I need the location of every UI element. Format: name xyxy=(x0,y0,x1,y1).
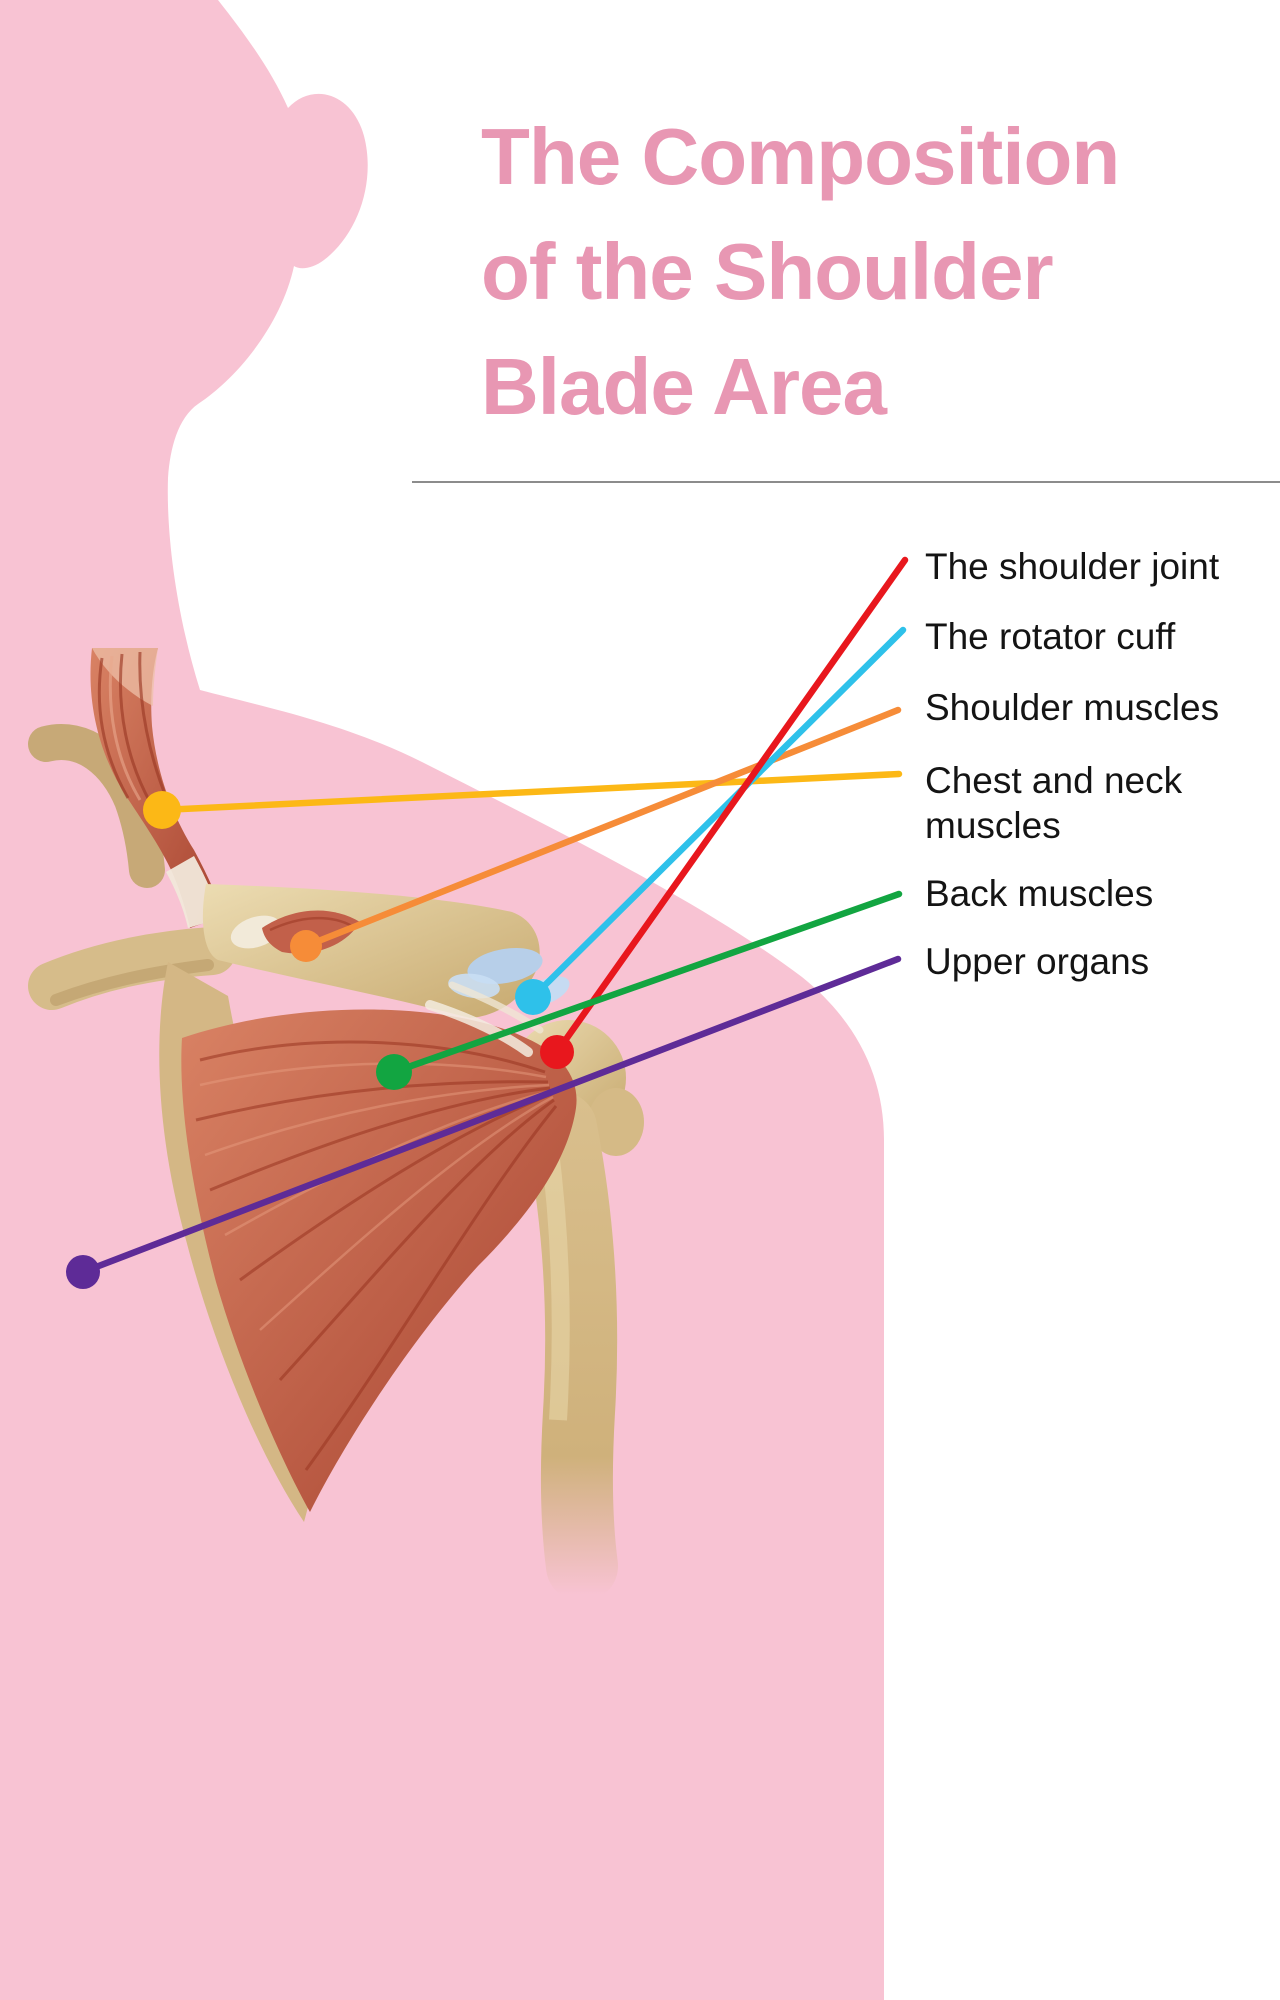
neck-muscle-highlight xyxy=(108,655,142,801)
neck-muscle-striations xyxy=(97,651,170,803)
clavicle-bone xyxy=(28,927,236,1010)
callout-line-chest-neck-muscles xyxy=(158,770,903,814)
callout-dot-shoulder-joint xyxy=(540,1035,574,1069)
callout-dot-chest-neck-muscles xyxy=(143,791,181,829)
joint-cartilage-1 xyxy=(467,948,543,984)
supraspinatus-striation xyxy=(269,916,353,932)
callout-line-shoulder-muscles xyxy=(302,706,902,950)
callout-dot-rotator-cuff xyxy=(515,979,551,1015)
label-chest-neck-muscles: Chest and neck muscles xyxy=(925,760,1183,846)
callout-lines xyxy=(79,556,909,1276)
page-title-line-2: of the Shoulder xyxy=(481,227,1054,316)
callout-dots xyxy=(66,791,574,1289)
label-upper-organs: Upper organs xyxy=(925,941,1150,982)
clavicle-shadow xyxy=(50,959,214,1006)
label-shoulder-joint: The shoulder joint xyxy=(925,546,1220,587)
callout-dot-back-muscles xyxy=(376,1054,412,1090)
page-title-line-1: The Composition xyxy=(481,112,1120,201)
callout-line-back-muscles xyxy=(390,890,903,1076)
label-shoulder-muscles: Shoulder muscles xyxy=(925,687,1220,728)
callout-dot-upper-organs xyxy=(66,1255,100,1289)
shoulder-anatomy-illustration xyxy=(28,648,644,1602)
humerus-shaft xyxy=(525,1092,618,1602)
callout-dot-shoulder-muscles xyxy=(290,930,322,962)
infraspinatus-muscle-mass xyxy=(181,1009,577,1512)
greater-tubercle xyxy=(588,1088,644,1156)
callout-line-upper-organs xyxy=(79,955,902,1276)
muscle-striations-dark xyxy=(195,1040,558,1471)
page-title: The Composition of the Shoulder Blade Ar… xyxy=(481,99,1241,444)
title-divider-rule xyxy=(412,481,1280,483)
callout-line-rotator-cuff xyxy=(529,626,907,1001)
joint-tendon-streak-1 xyxy=(425,1000,533,1057)
label-back-muscles: Back muscles xyxy=(925,873,1154,914)
page-title-line-3: Blade Area xyxy=(481,342,887,431)
callout-line-shoulder-joint xyxy=(553,556,909,1056)
label-rotator-cuff: The rotator cuff xyxy=(925,616,1176,657)
